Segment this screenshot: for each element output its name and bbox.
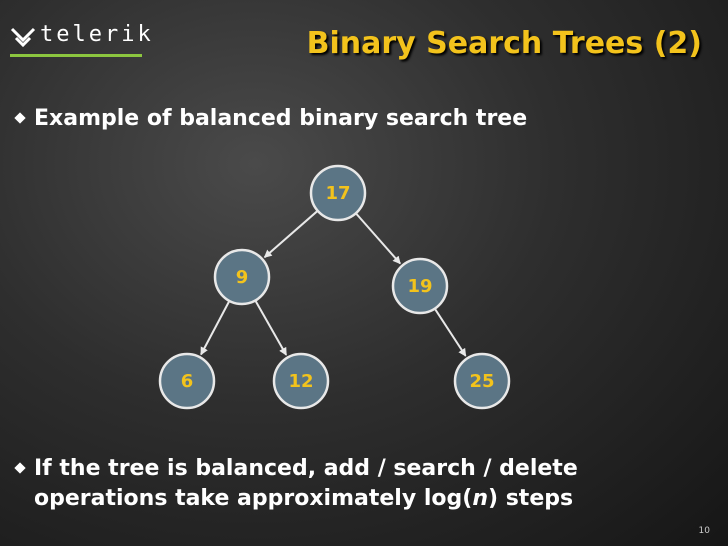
bullet-text: Example of balanced binary search tree [34,106,528,131]
telerik-logo: telerik [10,20,151,60]
page-number: 10 [698,526,710,536]
bullet-line-2-suffix: steps [498,486,574,511]
tree-node-label: 12 [288,371,313,392]
tree-node-circle [453,352,511,410]
tree-node-label: 25 [469,371,494,392]
bullet-line-2-prefix: operations take approximately [34,486,424,511]
logo-underline [10,54,142,57]
tree-node-label: 6 [181,371,194,392]
slide-title: Binary Search Trees (2) [306,26,702,61]
tree-edge-n19-n25 [434,308,467,357]
tree-node-label: 19 [407,276,432,297]
tree-node-circle [272,352,330,410]
log-var-n: n [472,486,488,511]
tree-node-19: 19 [391,257,449,315]
tree-node-label: 17 [325,183,350,204]
logo-text: telerik [40,22,154,47]
tree-node-17: 17 [309,164,367,222]
log-close: ) [487,486,499,511]
bullet-line-1: If the tree is balanced, add / search / … [34,456,578,481]
tree-edge-n9-n6 [200,301,230,356]
tree-node-circle [213,248,271,306]
tree-node-circle [158,352,216,410]
bullet-balanced-complexity: If the tree is balanced, add / search / … [14,454,654,514]
tree-edge-n17-n19 [355,213,401,265]
log-fn: log( [423,486,473,511]
tree-node-6: 6 [158,352,216,410]
tree-edge-n9-n12 [254,300,288,356]
tree-node-12: 12 [272,352,330,410]
bullet-balanced-example: Example of balanced binary search tree [14,104,654,134]
log-n-expression: log(n) [424,486,498,511]
tree-node-circle [309,164,367,222]
tree-node-25: 25 [453,352,511,410]
tree-node-9: 9 [213,248,271,306]
bullet-line-2: operations take approximately log(n) ste… [34,484,654,514]
telerik-logo-icon [10,27,36,48]
tree-edge-n17-n9 [263,210,318,258]
tree-node-label: 9 [236,267,249,288]
tree-node-circle [391,257,449,315]
